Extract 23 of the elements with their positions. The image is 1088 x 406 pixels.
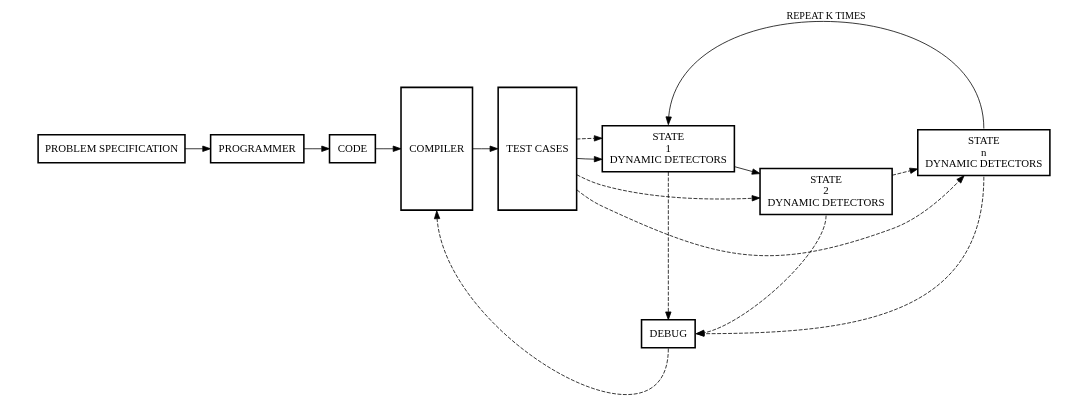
node-box: CODE [328, 134, 377, 164]
node-box: STATE 1 DYNAMIC DETECTORS [601, 125, 736, 173]
arrow [434, 210, 669, 395]
arrow [665, 171, 672, 321]
node-box: COMPILER [400, 86, 474, 211]
arrow [576, 175, 965, 257]
arrow [576, 156, 603, 163]
arrow [375, 145, 402, 152]
arrow [665, 21, 985, 129]
arrow [184, 145, 211, 152]
node-box: DEBUG [640, 318, 696, 349]
arrow [472, 145, 499, 152]
arrow [576, 174, 761, 202]
node-box: STATE 2 DYNAMIC DETECTORS [759, 167, 893, 216]
arrow [303, 145, 330, 152]
node-box: TEST CASES [497, 86, 578, 211]
arrow [734, 166, 761, 175]
node-box: PROBLEM SPECIFICATION [37, 134, 186, 164]
arrow [576, 135, 603, 142]
edge-label: REPEAT K TIMES [786, 10, 866, 22]
node-box: STATE n DYNAMIC DETECTORS [917, 128, 1051, 177]
node-box: PROGRAMMER [209, 134, 305, 164]
arrow [891, 167, 919, 176]
